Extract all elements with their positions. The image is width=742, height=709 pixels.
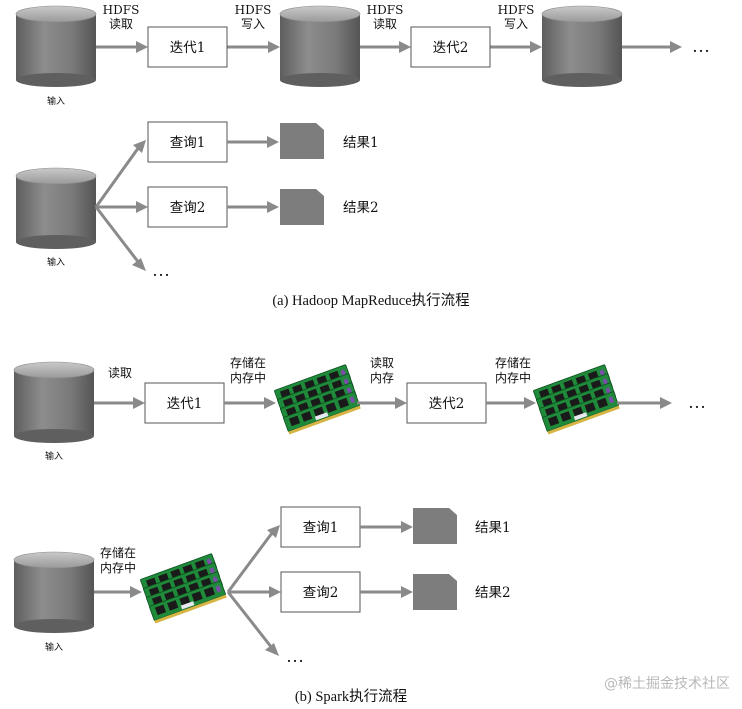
result-label-2: 结果2: [343, 200, 379, 216]
arrow-head: [136, 41, 148, 53]
hdfs-label-line1: HDFS: [103, 3, 140, 17]
iteration-box-1: [147, 26, 228, 68]
store-label-line1: 存储在: [100, 545, 136, 560]
query-box-2: [147, 186, 228, 228]
query-box-2: [280, 571, 361, 613]
query-label-2: 查询2: [303, 585, 339, 601]
iteration-box-2: [406, 382, 487, 424]
caption-b: (b) Spark执行流程: [295, 688, 407, 705]
store-label-line1: 存储在: [230, 355, 266, 370]
arrow-head: [133, 140, 146, 153]
store-label-line2: 内存中: [100, 560, 136, 575]
arrow-head: [660, 397, 672, 409]
iteration-box-2: [410, 26, 491, 68]
result-block: [413, 574, 457, 610]
result-label-2: 结果2: [475, 585, 511, 601]
branch-arrow: [94, 206, 141, 264]
hdfs-label-line2: 读取: [373, 17, 397, 31]
hdfs-label-line1: HDFS: [498, 3, 535, 17]
result-block: [413, 508, 457, 544]
memory-stick-icon: [140, 554, 227, 624]
iteration-label-1: 迭代1: [167, 396, 203, 412]
query-box-1: [280, 506, 361, 548]
input-db-cylinder: [15, 167, 97, 250]
branch-arrow: [94, 146, 141, 208]
input-label: 输入: [45, 641, 63, 653]
query-label-1: 查询1: [303, 520, 339, 536]
memory-stick-icon: [533, 365, 620, 435]
watermark: @稀土掘金技术社区: [604, 676, 730, 692]
hdfs-label-line2: 写入: [241, 17, 265, 31]
arrow-head: [524, 397, 536, 409]
read-mem-label-line1: 读取: [370, 356, 394, 370]
arrow-head: [265, 643, 279, 656]
read-label: 读取: [108, 366, 132, 380]
input-label: 输入: [47, 95, 65, 107]
arrow-head: [267, 525, 280, 538]
input-db-cylinder: [15, 5, 97, 88]
result-block: [280, 123, 324, 159]
hdfs-label-line2: 写入: [504, 17, 528, 31]
arrow-head: [130, 586, 142, 598]
arrow-head: [136, 201, 148, 213]
hdfs-label-line1: HDFS: [367, 3, 404, 17]
query-label-2: 查询2: [170, 200, 206, 216]
input-label: 输入: [47, 256, 65, 268]
caption-a: (a) Hadoop MapReduce执行流程: [272, 292, 469, 309]
store-label-line2: 内存中: [495, 370, 531, 385]
more-ellipsis: …: [688, 392, 706, 412]
memory-stick-icon: [274, 365, 361, 435]
arrow-head: [268, 41, 280, 53]
branch-arrow: [226, 532, 274, 593]
input-db-cylinder: [13, 361, 95, 444]
branch-arrow: [226, 591, 274, 649]
query-box-1: [147, 121, 228, 163]
arrow-head: [401, 521, 413, 533]
store-label-line1: 存储在: [495, 355, 531, 370]
more-ellipsis: …: [692, 36, 710, 56]
arrow-head: [395, 397, 407, 409]
result-block: [280, 189, 324, 225]
input-db-cylinder: [13, 551, 95, 634]
hdfs-label-line1: HDFS: [235, 3, 272, 17]
arrow-head: [264, 397, 276, 409]
result-label-1: 结果1: [343, 135, 379, 151]
arrow-head: [132, 258, 146, 271]
more-ellipsis: …: [286, 646, 304, 666]
arrow-head: [267, 136, 279, 148]
arrow-head: [399, 41, 411, 53]
arrow-head: [133, 397, 145, 409]
hdfs-db-cylinder: [541, 5, 623, 88]
hdfs-db-cylinder: [279, 5, 361, 88]
iteration-label-2: 迭代2: [429, 396, 465, 412]
result-label-1: 结果1: [475, 520, 511, 536]
more-ellipsis: …: [152, 260, 170, 280]
iteration-label-2: 迭代2: [433, 40, 469, 56]
query-label-1: 查询1: [170, 135, 206, 151]
arrow-head: [269, 586, 281, 598]
arrow-head: [401, 586, 413, 598]
iteration-label-1: 迭代1: [170, 40, 206, 56]
iteration-box-1: [144, 382, 225, 424]
arrow-head: [267, 201, 279, 213]
input-label: 输入: [45, 450, 63, 462]
read-mem-label-line2: 内存: [370, 371, 394, 385]
arrow-head: [530, 41, 542, 53]
arrow-head: [670, 41, 682, 53]
store-label-line2: 内存中: [230, 370, 266, 385]
hdfs-label-line2: 读取: [109, 17, 133, 31]
